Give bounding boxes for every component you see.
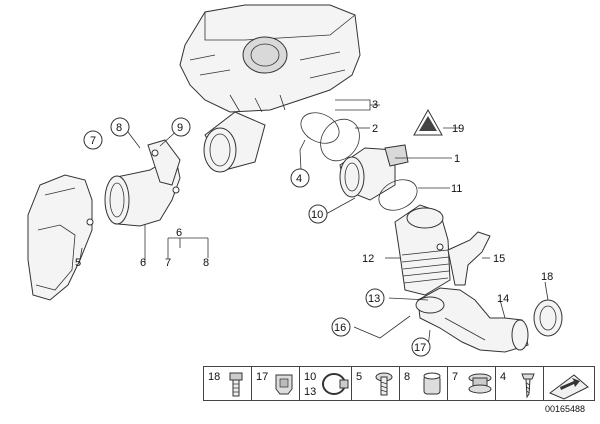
callout-16: 16 (334, 322, 346, 334)
callout-8: 8 (116, 122, 122, 134)
grommet-icon (468, 373, 492, 394)
callout-18: 18 (541, 271, 553, 283)
callout-4: 4 (296, 173, 302, 185)
legend-id: 18 (208, 371, 221, 383)
legend-id-2: 13 (304, 386, 317, 398)
callout-15: 15 (493, 253, 505, 265)
clip-icon (275, 374, 293, 395)
intake-pipe (415, 287, 529, 353)
legend-id: 10 (304, 371, 317, 383)
vent-hose (447, 231, 491, 286)
legend-cell-17: 17 (252, 367, 300, 400)
clamp-ring (300, 112, 340, 144)
rubber-sleeve (533, 299, 563, 337)
screw-icon (375, 372, 393, 396)
arrow-reference-icon (549, 374, 589, 400)
callout-6b: 6 (176, 227, 182, 239)
bolt-icon (229, 372, 243, 397)
legend-cell-8: 8 (400, 367, 448, 400)
air-duct (27, 174, 94, 301)
legend-cell-reference (544, 367, 594, 400)
callout-1: 1 (454, 153, 460, 165)
leader-lines (79, 99, 549, 348)
callout-7b: 7 (165, 257, 171, 269)
callout-19: 19 (452, 123, 464, 135)
legend-cell-7: 7 (448, 367, 496, 400)
legend-cell-4: 4 (496, 367, 544, 400)
self-tapping-screw-icon (521, 373, 535, 399)
circled-callouts: 8 7 9 4 10 13 16 17 (83, 117, 431, 357)
sleeve-icon (423, 372, 441, 395)
legend-cell-5: 5 (352, 367, 400, 400)
callout-3: 3 (372, 99, 378, 111)
hardware-legend: 18 17 10 13 5 8 (203, 366, 595, 401)
intake-boot (394, 204, 451, 296)
callout-7: 7 (90, 135, 96, 147)
legend-cell-10-13: 10 13 (300, 367, 352, 400)
mass-air-flow-sensor (339, 144, 409, 201)
callout-11: 11 (451, 183, 462, 195)
legend-id: 8 (404, 371, 411, 383)
callout-14: 14 (497, 293, 509, 305)
hose-clamp-icon (322, 373, 349, 395)
callout-6: 6 (140, 257, 146, 269)
legend-id: 4 (500, 371, 507, 383)
callout-9: 9 (177, 122, 183, 134)
legend-id: 5 (356, 371, 363, 383)
housing-outlet-pipe (203, 111, 266, 173)
callout-8b: 8 (203, 257, 209, 269)
callout-13: 13 (368, 293, 380, 305)
warning-label-icon (413, 108, 443, 136)
callout-2: 2 (372, 123, 378, 135)
air-filter-housing (179, 4, 361, 113)
callout-10: 10 (311, 209, 323, 221)
seal-ring-11 (378, 179, 418, 211)
legend-cell-18: 18 (204, 367, 252, 400)
callout-17: 17 (414, 342, 426, 354)
callout-12: 12 (362, 253, 374, 265)
callout-labels: 3 2 19 1 11 12 15 14 18 5 6 6 7 8 (75, 99, 553, 305)
intake-snorkel (104, 139, 181, 227)
seal-ring-2 (320, 118, 360, 162)
legend-id: 7 (452, 371, 459, 383)
legend-id: 17 (256, 371, 269, 383)
callout-5: 5 (75, 257, 81, 269)
drawing-reference-code: 00165488 (545, 404, 586, 414)
